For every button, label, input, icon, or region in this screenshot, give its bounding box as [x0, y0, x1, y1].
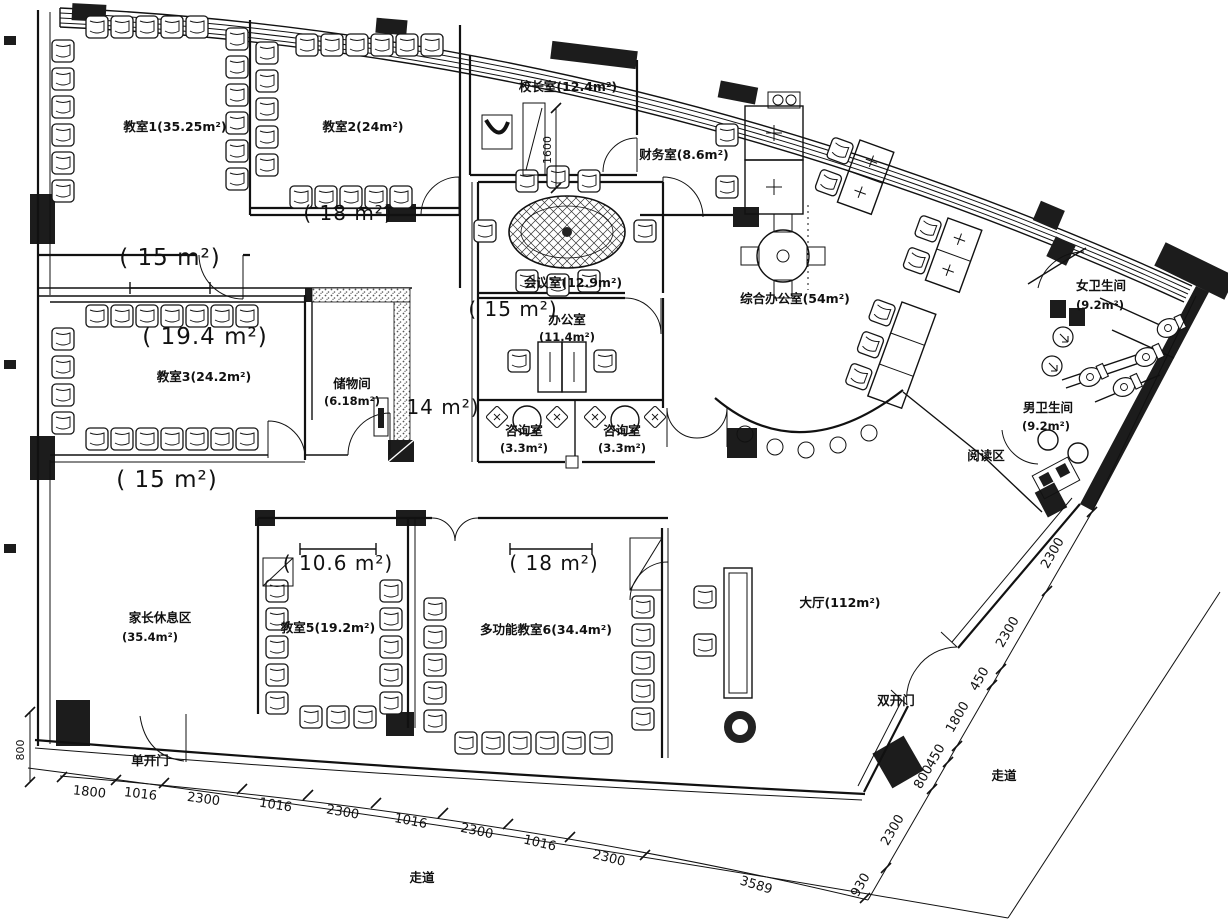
desk-group-b [901, 214, 983, 294]
columns [4, 3, 1228, 789]
doors [139, 137, 1085, 762]
office-desks [537, 341, 587, 393]
reception-desk [723, 567, 753, 699]
desk-group-c [844, 298, 937, 410]
stool [724, 711, 756, 743]
label-office-area: (11.4m²) [539, 330, 595, 344]
label-finance: 财务室(8.6m²) [638, 147, 729, 162]
label-corridor-bottom: 走道 [409, 870, 435, 885]
meeting-table [508, 195, 626, 269]
label-multi6: 多功能教室6(34.4m²) [480, 622, 612, 637]
label-reading: 阅读区 [967, 448, 1005, 463]
callout-19-4: ( 19.4 m²) [142, 324, 267, 350]
callout-15-top: ( 15 m²) [119, 245, 220, 271]
label-single-door: 单开门 [131, 753, 169, 768]
dim-right-6: 2300 [993, 614, 1023, 650]
label-meeting: 会议室(12.9m²) [524, 275, 622, 290]
callout-18-top: ( 18 m²) [303, 201, 392, 225]
dim-right-0: 930 [848, 871, 873, 900]
label-hall: 大厅(112m²) [799, 595, 880, 610]
dimensions [24, 102, 1197, 904]
storage-fixture [373, 397, 389, 437]
label-storage-area: (6.18m²) [324, 394, 380, 408]
labels: 教室1(35.25m²) 教室2(24m²) ( 15 m²) ( 18 m²)… [14, 79, 1126, 900]
label-parents-area: (35.4m²) [122, 630, 178, 644]
label-women-wc-name: 女卫生间 [1076, 278, 1126, 293]
label-double-door: 双开门 [876, 693, 915, 708]
label-consult2-area: (3.3m²) [598, 441, 646, 455]
label-parents-name: 家长休息区 [129, 610, 192, 625]
desk-group-a [813, 136, 895, 216]
consult-furniture [485, 405, 667, 435]
dim-right-7: 2300 [1038, 535, 1068, 571]
furniture [262, 91, 1188, 743]
round-table [740, 205, 826, 299]
dim-bottom-6: 2300 [459, 821, 494, 843]
dim-right-1: 2300 [878, 812, 908, 848]
callout-15-mid: ( 15 m²) [468, 297, 557, 321]
callout-14: 14 m²) [406, 395, 479, 419]
dim-bottom-1: 1016 [123, 785, 158, 804]
label-classroom2: 教室2(24m²) [321, 119, 403, 134]
dim-bottom-2: 2300 [186, 790, 221, 809]
label-corridor-right: 走道 [991, 768, 1017, 783]
label-classroom1: 教室1(35.25m²) [122, 119, 226, 134]
board-multi6 [629, 537, 663, 591]
label-classroom3: 教室3(24.2m²) [156, 369, 251, 384]
dim-bottom-3: 1016 [258, 796, 293, 816]
dim-bottom-0: 1800 [72, 783, 106, 801]
callout-15-low: ( 15 m²) [116, 467, 217, 493]
dim-principal-vertical: 1600 [541, 136, 554, 164]
dim-bottom-5: 1016 [393, 811, 428, 832]
label-consult2-name: 咨询室 [603, 423, 641, 438]
dim-bottom-4: 2300 [325, 802, 360, 823]
label-storage-name: 储物间 [332, 376, 371, 391]
label-principal: 校长室(12.4m²) [519, 79, 617, 94]
label-men-wc-area: (9.2m²) [1022, 419, 1070, 433]
dim-right-5: 450 [967, 665, 992, 694]
callout-10-6: ( 10.6 m²) [283, 551, 393, 575]
callout-18-low: ( 18 m²) [509, 551, 598, 575]
walls [27, 10, 1221, 919]
dim-left-vertical: 800 [14, 740, 27, 761]
label-women-wc-area: (9.2m²) [1076, 298, 1124, 312]
label-men-wc-name: 男卫生间 [1023, 400, 1073, 415]
reading-table [1031, 456, 1081, 500]
board-classroom5 [262, 557, 294, 587]
wc-fixtures [1037, 312, 1188, 464]
label-consult1-name: 咨询室 [505, 423, 543, 438]
label-consult1-area: (3.3m²) [500, 441, 548, 455]
dim-bottom-7: 1016 [522, 833, 558, 855]
label-general-office: 综合办公室(54m²) [740, 291, 850, 306]
dim-right-4: 1800 [943, 699, 973, 735]
label-office-name: 办公室 [548, 312, 586, 327]
principal-furniture [481, 102, 546, 176]
dim-bottom-8: 2300 [591, 847, 627, 870]
label-classroom5: 教室5(19.2m²) [280, 620, 375, 635]
